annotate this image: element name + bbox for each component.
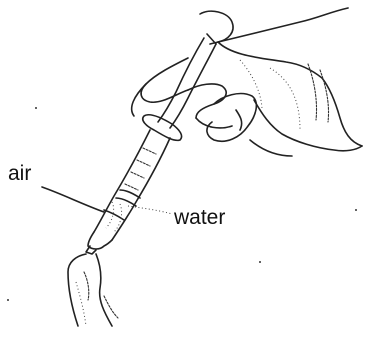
lower-hand-drawing bbox=[68, 254, 118, 326]
air-leader-line bbox=[42, 187, 104, 212]
water-leader-line bbox=[128, 206, 172, 214]
air-label: air bbox=[8, 163, 31, 184]
water-label: water bbox=[174, 207, 225, 228]
upper-hand-drawing bbox=[132, 8, 362, 156]
